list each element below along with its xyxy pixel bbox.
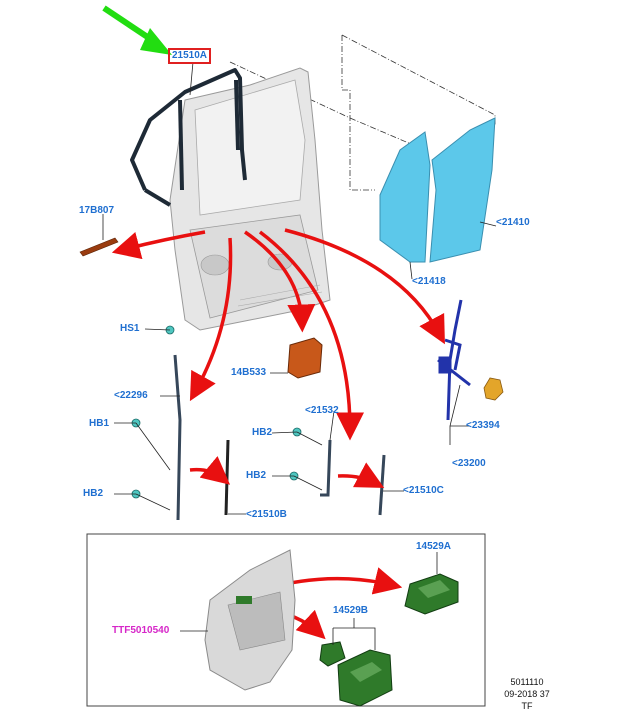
reference-date: 09-2018 37 [504,689,550,699]
door-trim-panel [204,549,296,691]
green-pointer-arrow [102,5,172,55]
window-switch-14529b [319,641,393,707]
diagram-reference: 5011110 09-2018 37 TF [500,676,554,712]
bracket-14529b [180,552,438,650]
weatherstrip-strip [79,237,119,257]
callout-21510b[interactable]: <21510B [246,509,287,520]
reference-number: 5011110 [510,677,544,687]
run-channel-21510c [378,454,386,516]
callout-hb2-middle[interactable]: HB2 [246,470,267,481]
run-channel-21532 [320,439,332,497]
callout-21418[interactable]: <21418 [412,276,446,287]
window-regulator [437,299,471,421]
switch-inset-frame [86,533,486,707]
run-channel-22296 [173,354,182,521]
callout-14b533[interactable]: 14B533 [231,367,267,378]
callout-hb1[interactable]: HB1 [89,418,110,429]
callout-21410[interactable]: <21410 [496,217,530,228]
callout-14529a[interactable]: 14529A [416,541,452,552]
reference-region: TF [521,701,533,711]
callout-17b807[interactable]: 17B807 [79,205,115,216]
door-glass [379,117,496,263]
run-channel-21510b [224,439,230,516]
callout-hb2-lower[interactable]: HB2 [83,488,104,499]
callout-22296[interactable]: <22296 [114,390,148,401]
window-switch-14529a [404,573,459,615]
callout-21510a[interactable]: 21510A [168,48,212,64]
callout-hs1[interactable]: HS1 [120,323,140,334]
leader-lines [102,61,497,515]
glass-run-seal [130,68,247,207]
callout-ttf5010540[interactable]: TTF5010540 [112,625,170,636]
callout-23394[interactable]: <23394 [466,420,500,431]
callout-21532[interactable]: <21532 [305,405,339,416]
window-motor [483,377,504,401]
callout-14529b[interactable]: 14529B [333,605,369,616]
callout-21510c[interactable]: <21510C [403,485,444,496]
door-inner-panel [169,67,331,331]
door-module [287,337,323,379]
screw-icons [131,325,302,499]
callout-23200[interactable]: <23200 [452,458,486,469]
callout-hb2-upper[interactable]: HB2 [252,427,273,438]
